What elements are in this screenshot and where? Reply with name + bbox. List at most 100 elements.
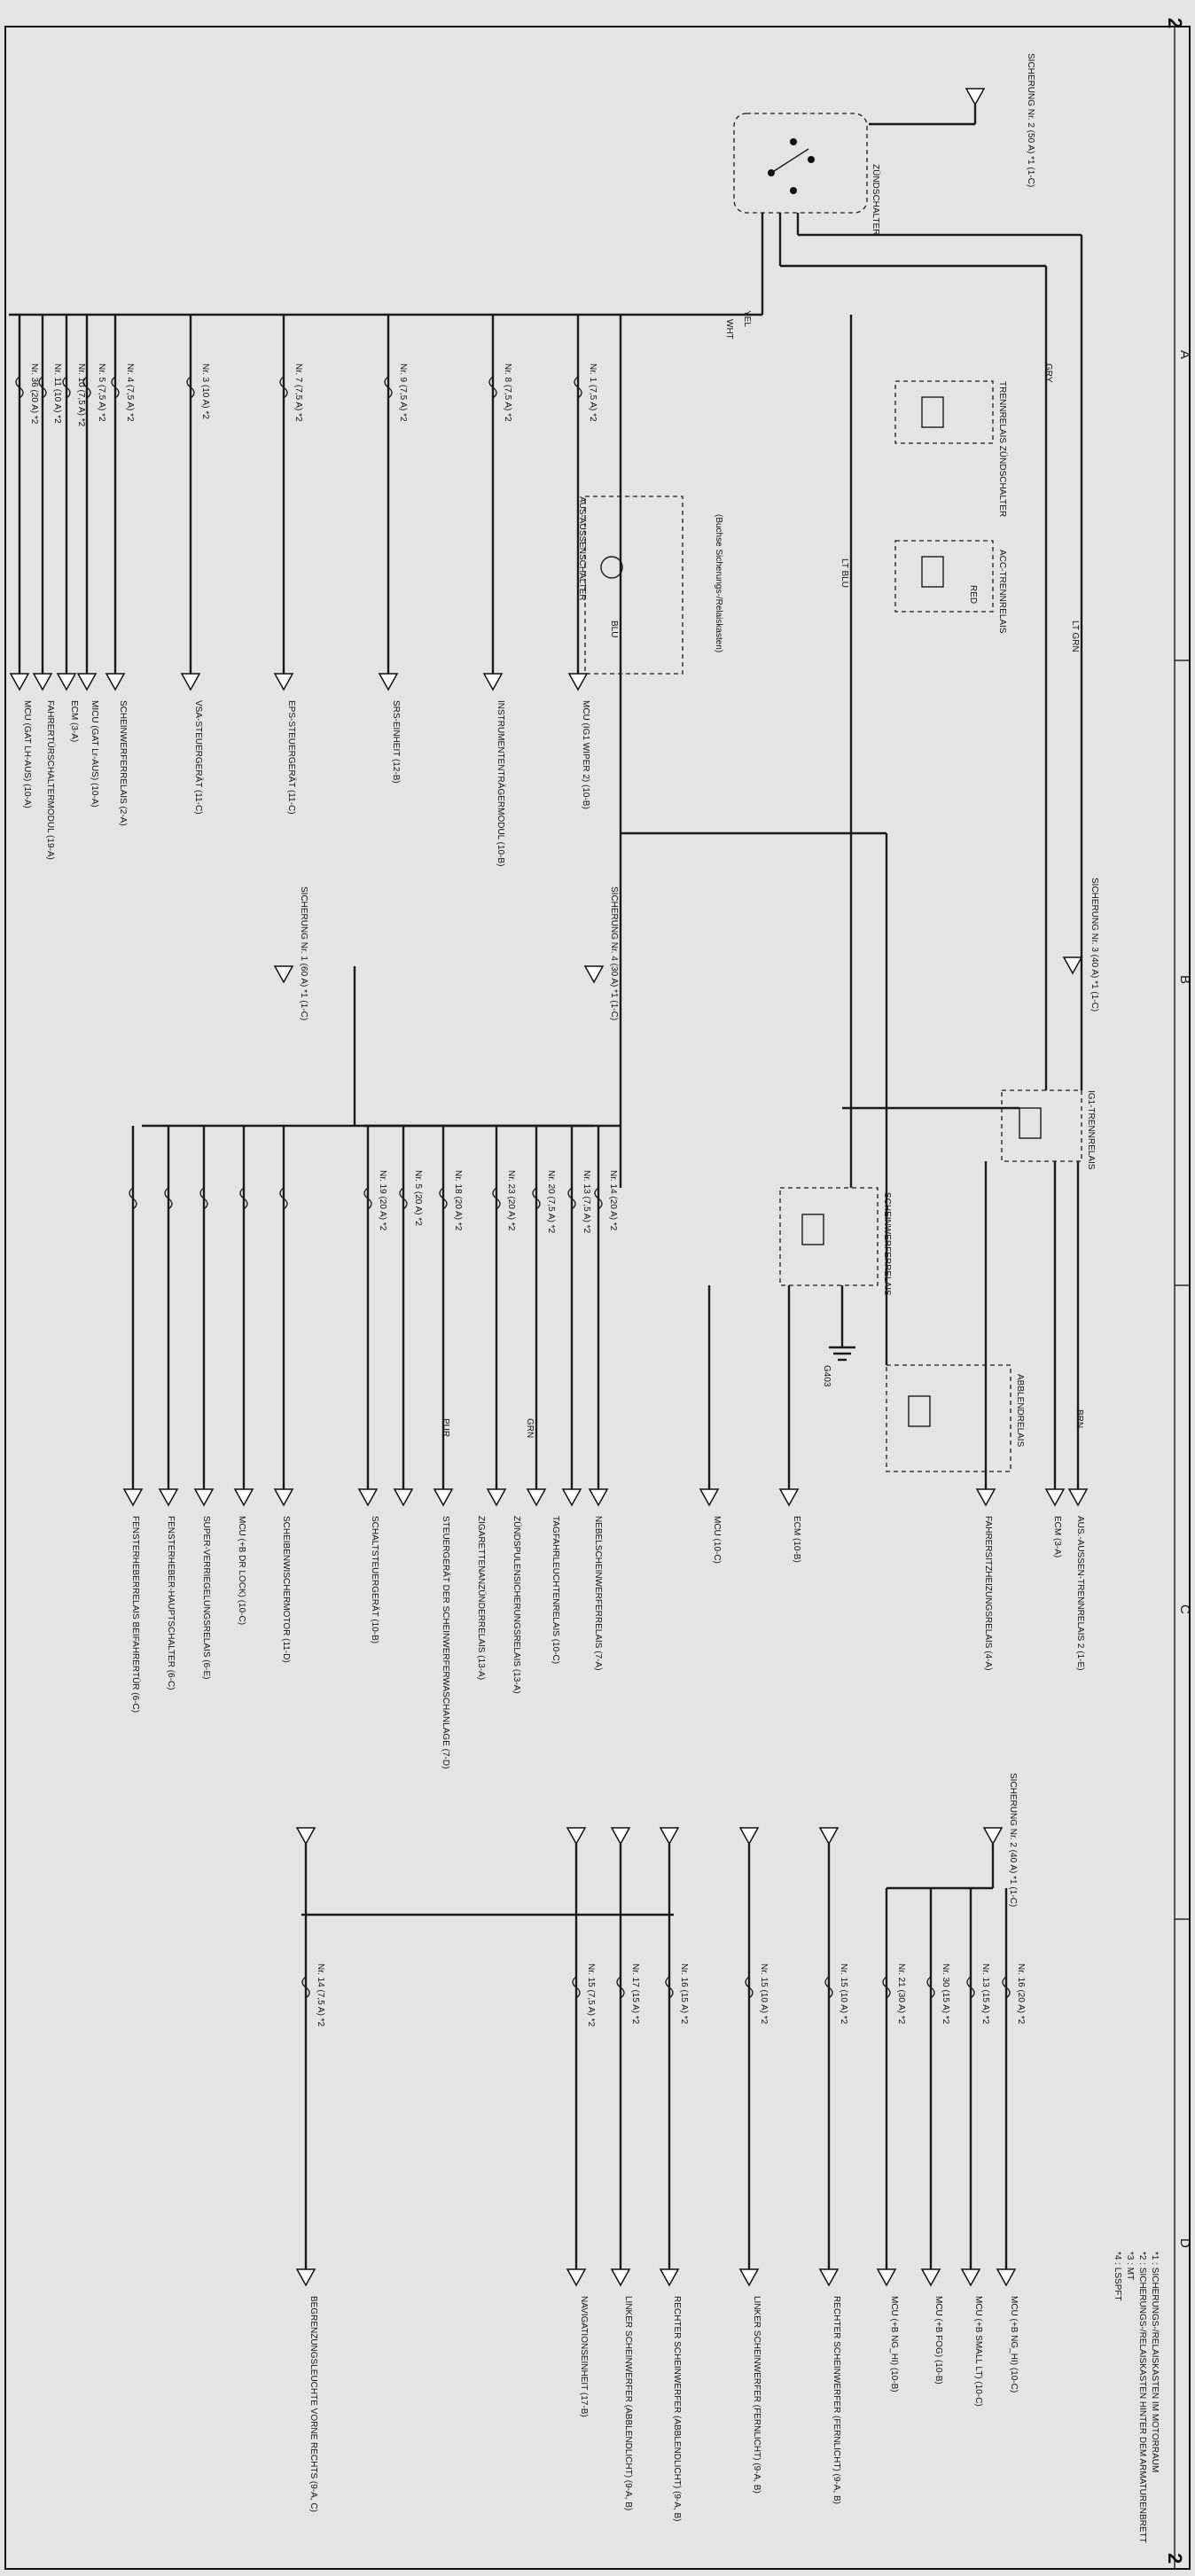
connector-triangle bbox=[393, 1488, 414, 1507]
fuse-label: Nr. 8 (7,5 A) *2 bbox=[503, 363, 512, 422]
destination-label: MCU (+B DR LOCK) (10-C) bbox=[237, 1516, 246, 1625]
destination-label: LINKER SCHEINWERFER (FERNLICHT) (9-A, B) bbox=[752, 2296, 762, 2494]
destination-label: VSA-STEUERGERÄT (11-C) bbox=[193, 700, 204, 815]
wire-color-tag: GRN bbox=[525, 1418, 535, 1438]
fuse-label: Nr. 11 (10 A) *2 bbox=[52, 363, 62, 424]
connector-triangle bbox=[566, 1827, 587, 1846]
connector-triangle bbox=[357, 1488, 379, 1507]
wire-color-tag: PUR bbox=[441, 1418, 450, 1437]
grid-letter-c: C bbox=[1177, 1604, 1192, 1614]
fuse-label: Nr. 14 (7,5 A) *2 bbox=[316, 1963, 325, 2027]
destination-label: MCU (GAT LH-AUS) (10-A) bbox=[22, 700, 32, 808]
fuse-label: Nr. 18 (20 A) *2 bbox=[453, 1170, 463, 1231]
connector-triangle bbox=[193, 1488, 215, 1507]
grid-letters: A B C D bbox=[1175, 350, 1192, 2248]
fuse-label: Nr. 17 (15 A) *2 bbox=[630, 1963, 640, 2025]
connector-triangle bbox=[56, 673, 77, 691]
wire-color-tag: GRY bbox=[1043, 363, 1053, 383]
destination-label: EPS-STEUERGERÄT (11-C) bbox=[286, 700, 297, 815]
connector-triangle bbox=[960, 2268, 981, 2287]
connector-triangle bbox=[818, 1827, 840, 1846]
fuse-top-label: SICHERUNG Nr. 2 (50 A) *1 (1-C) bbox=[1026, 53, 1035, 187]
connector-triangle bbox=[295, 2268, 316, 2287]
ig1-relais: IG1-TRENNRELAIS bbox=[1001, 1089, 1096, 1170]
scheinwerfer-relais: SCHEINWERFERRELAIS bbox=[779, 1187, 892, 1296]
connector-triangle bbox=[105, 673, 126, 691]
connector-triangle bbox=[158, 1488, 179, 1507]
destination-label: MICU (GAT Lr-AUS) (10-A) bbox=[90, 700, 99, 808]
connector-triangle bbox=[920, 2268, 941, 2287]
ignition-switch: ZÜNDSCHALTER bbox=[733, 113, 881, 235]
fuse-label: Nr. 16 (15 A) *2 bbox=[679, 1963, 689, 2025]
fuse-symbol bbox=[111, 376, 120, 399]
acc-relais: ACC-TRENNRELAIS bbox=[894, 540, 1007, 634]
note-buchse: (Buchse Sicherungs-/Relaiskasten) bbox=[714, 514, 723, 652]
destination-label: MCU (+B NG_HI) (10-C) bbox=[1009, 2296, 1019, 2393]
connector-triangle bbox=[122, 1488, 144, 1507]
fuse-symbol bbox=[62, 376, 71, 399]
fuse-symbol bbox=[567, 1187, 576, 1210]
sicherung-b3: SICHERUNG Nr. 3 (40 A) *1 (1-C) bbox=[1062, 878, 1099, 1011]
destination-label: TAGFAHRLEUCHTENRELAIS (10-C) bbox=[551, 1516, 560, 1664]
connector-triangle bbox=[659, 1827, 680, 1846]
fuse-label: Nr. 7 (7,5 A) *2 bbox=[293, 363, 303, 422]
ig1-relais-label: IG1-TRENNRELAIS bbox=[1086, 1090, 1096, 1170]
fuse-label: Nr. 13 (7,5 A) *2 bbox=[582, 1170, 591, 1234]
connector-triangle bbox=[273, 673, 294, 691]
destination-label: FAHRERTÜRSCHALTERMODUL (19-A) bbox=[45, 700, 56, 860]
destination-label: AUS.-AUSSEN-TRENNRELAIS 2 (1-E) bbox=[1075, 1516, 1085, 1670]
fuse-label: Nr. 30 (15 A) *2 bbox=[941, 1963, 950, 2025]
destination-label: MCU (+B SMALL LT) (10-C) bbox=[973, 2296, 983, 2407]
fuse-label: Nr. 4 (7,5 A) *2 bbox=[125, 363, 135, 422]
grid-letter-a: A bbox=[1177, 350, 1192, 359]
destination-label: INSTRUMENTENTRÄGERMODUL (10-B) bbox=[496, 700, 506, 866]
connector-triangle bbox=[778, 1488, 800, 1507]
fuse-symbol bbox=[279, 376, 288, 399]
wire-color-tag: YEL bbox=[742, 310, 752, 327]
destination-label: MCU (10-C) bbox=[712, 1516, 722, 1564]
connector-triangle bbox=[273, 1488, 294, 1507]
fuse-label: Nr. 5 (7,5 A) *2 bbox=[97, 363, 106, 422]
fuse-symbol bbox=[745, 1976, 754, 1999]
branch-group-b: Nr. 14 (20 A) *2Nr. 13 (7,5 A) *2Nr. 20 … bbox=[122, 1126, 1089, 1768]
legend: *1 : SICHERUNGS-/RELAISKASTEN IM MOTORRA… bbox=[441, 310, 1160, 2543]
fuse-symbol bbox=[665, 1976, 674, 1999]
wire-color-tag: LT BLU bbox=[840, 558, 849, 588]
abblend-relais: ABBLENDRELAIS bbox=[886, 1364, 1025, 1472]
page-number-top: 2 bbox=[1164, 18, 1186, 28]
fuse-label: Nr. 13 (15 A) *2 bbox=[980, 1963, 990, 2025]
sicherung-b2-label: SICHERUNG Nr. 1 (60 A) *1 (1-C) bbox=[299, 886, 309, 1020]
ignition-switch-label: ZÜNDSCHALTER bbox=[871, 164, 881, 235]
connector-triangle bbox=[610, 2268, 631, 2287]
fuse-symbol bbox=[239, 1187, 248, 1210]
destination-label: NEBELSCHEINWERFERRELAIS (7-A) bbox=[593, 1516, 603, 1670]
fuse-symbol bbox=[384, 376, 393, 399]
fuse-symbol bbox=[492, 1187, 501, 1210]
fuse-label: Nr. 21 (30 A) *2 bbox=[896, 1963, 906, 2025]
sicherung-d: SICHERUNG Nr. 2 (40 A) *1 (1-C) bbox=[982, 1773, 1018, 1907]
connector-triangle bbox=[1044, 1488, 1066, 1507]
fuse-symbol bbox=[164, 1187, 173, 1210]
fuse-label: Nr. 19 (20 A) *2 bbox=[378, 1170, 387, 1231]
fuse-label: Nr. 5 (20 A) *2 bbox=[413, 1170, 423, 1226]
destination-label: MCU (IG1 WIPER 2) (10-B) bbox=[581, 700, 590, 809]
ground-label: G403 bbox=[822, 1365, 832, 1387]
aus-schalter-label: AUS-AUSSENSCHALTER bbox=[577, 496, 587, 601]
sicherung-d-label: SICHERUNG Nr. 2 (40 A) *1 (1-C) bbox=[1008, 1773, 1018, 1907]
fuse-symbol bbox=[439, 1187, 448, 1210]
destination-label: SUPER-VERRIEGELUNGSRELAIS (6-E) bbox=[201, 1516, 211, 1680]
fuse-symbol bbox=[488, 376, 497, 399]
connector-triangle bbox=[378, 673, 399, 691]
fuse-label: Nr. 36 (20 A) *2 bbox=[29, 363, 39, 425]
connector-triangle bbox=[610, 1827, 631, 1846]
fuse-symbol bbox=[199, 1187, 208, 1210]
fuse-label: Nr. 3 (10 A) *2 bbox=[200, 363, 210, 419]
acc-relais-label: ACC-TRENNRELAIS bbox=[997, 550, 1007, 634]
destination-label: SCHEIBENWISCHERMOTOR (11-D) bbox=[281, 1516, 291, 1663]
connector-triangle bbox=[233, 1488, 254, 1507]
legend-line: *2 : SICHERUNGS-/RELAISKASTEN HINTER DEM… bbox=[1137, 2252, 1147, 2543]
destination-label: STEUERGERÄT DER SCHEINWERFERWASCHANLAGE … bbox=[441, 1516, 451, 1768]
